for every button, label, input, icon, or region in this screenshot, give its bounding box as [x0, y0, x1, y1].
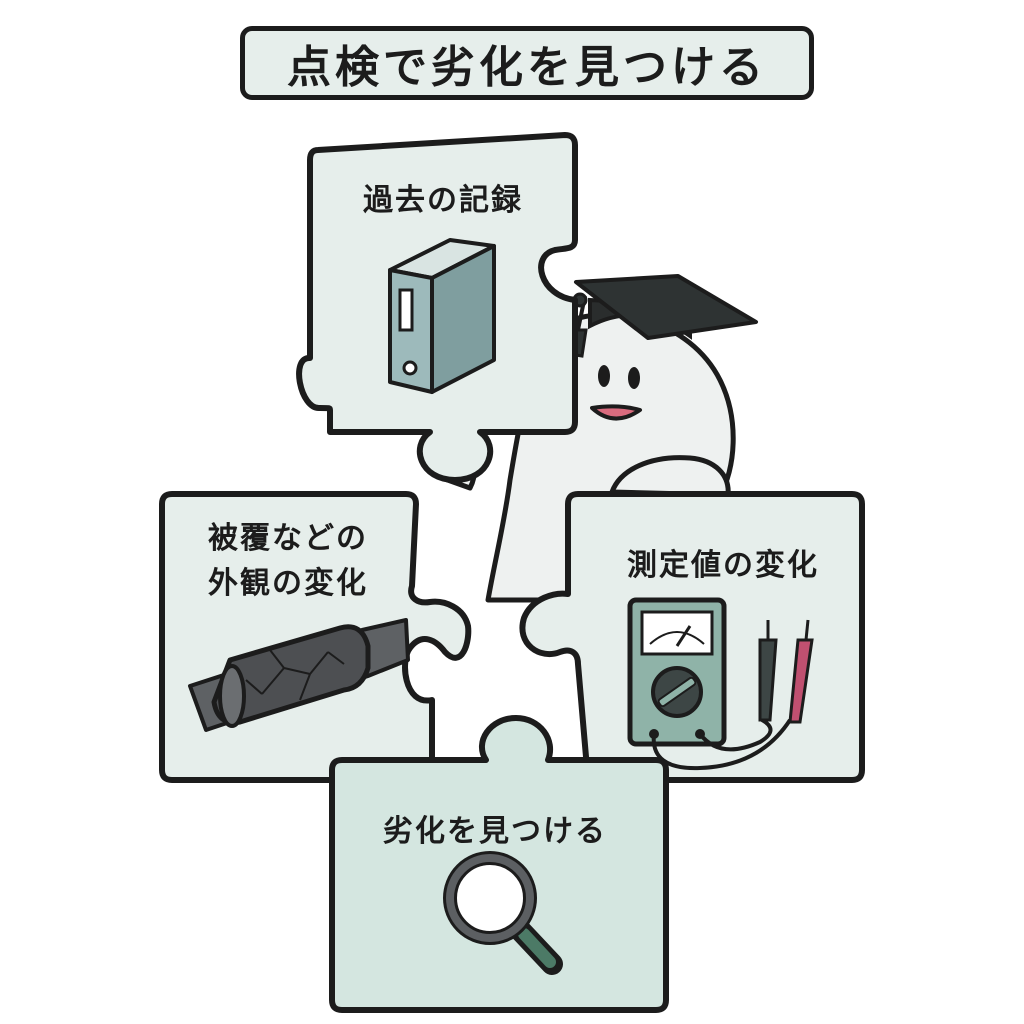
page-title: 点検で劣化を見つける	[287, 42, 767, 93]
multimeter-icon	[627, 597, 814, 771]
magnifier-icon	[443, 851, 563, 975]
binder-icon	[388, 238, 496, 394]
piece-label-appearance: 被覆などの 外観の変化	[168, 516, 408, 606]
title-banner: 点検で劣化を見つける	[240, 26, 814, 100]
piece-label-appearance-line2: 外観の変化	[208, 566, 368, 601]
piece-label-history: 過去の記録	[363, 183, 523, 218]
cracked-cable-icon	[188, 618, 410, 732]
graduate-ghost-icon	[439, 274, 758, 603]
piece-label-finding: 劣化を見つける	[383, 814, 607, 849]
piece-label-appearance-line1: 被覆などの	[208, 521, 368, 556]
piece-label-measurement: 測定値の変化	[627, 548, 819, 583]
